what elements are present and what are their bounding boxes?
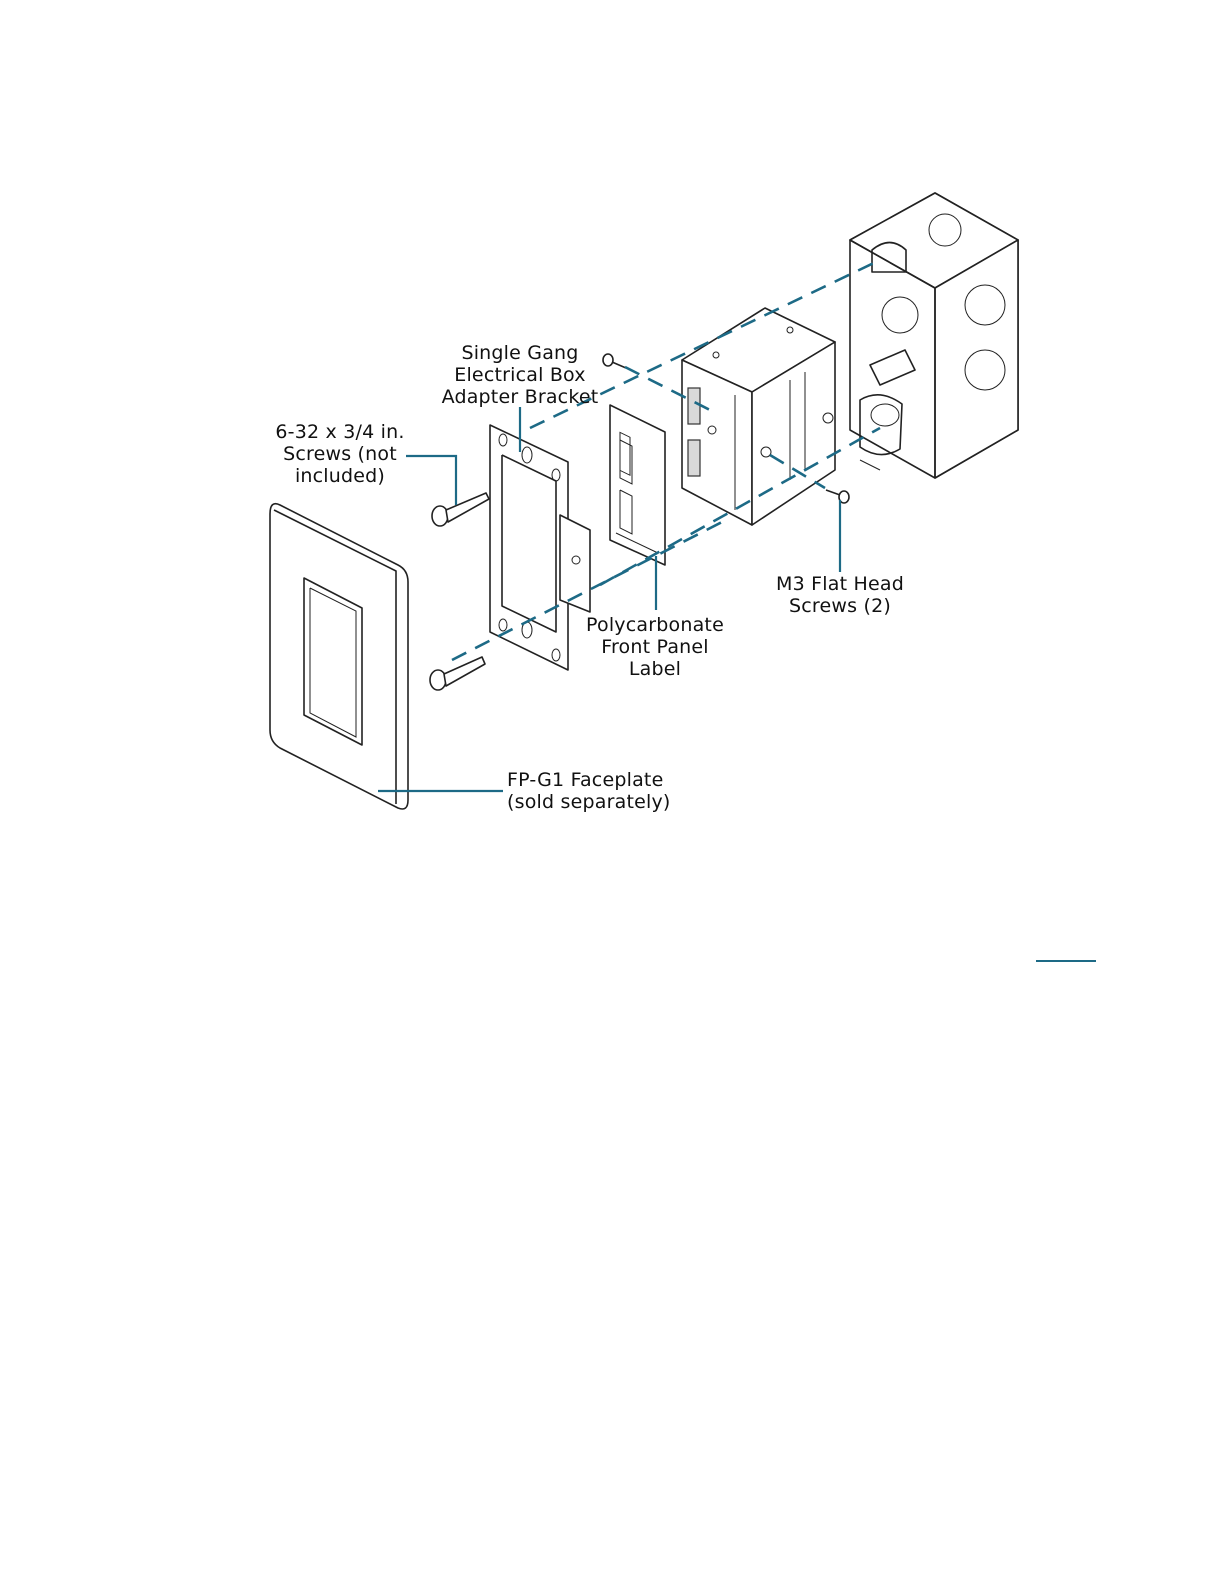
faceplate [270, 504, 408, 809]
screw-m3-lower [826, 490, 849, 503]
callout-adapter-bracket: Single Gang Electrical Box Adapter Brack… [430, 342, 610, 408]
front-panel-label [610, 405, 665, 565]
audio-module [682, 308, 835, 525]
callout-front-panel-label: Polycarbonate Front Panel Label [580, 614, 730, 680]
callout-m3-flat-head-screws: M3 Flat Head Screws (2) [770, 573, 910, 617]
screw-632-lower [430, 657, 485, 690]
callout-faceplate: FP-G1 Faceplate (sold separately) [507, 769, 671, 813]
screw-632-upper [432, 493, 489, 526]
callout-632-screws: 6-32 x 3/4 in. Screws (not included) [272, 421, 408, 487]
electrical-box [850, 193, 1018, 478]
link-underline[interactable] [1036, 960, 1096, 962]
